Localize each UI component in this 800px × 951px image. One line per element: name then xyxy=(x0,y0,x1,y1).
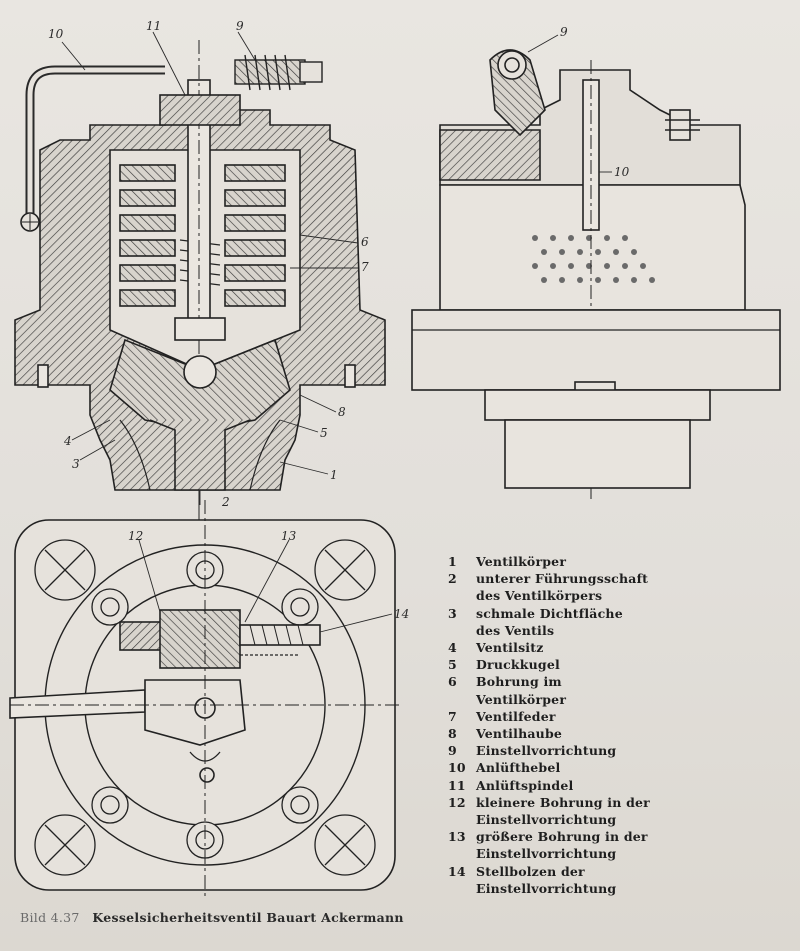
legend-number: 13 xyxy=(448,829,466,845)
legend-number: 6 xyxy=(448,674,457,690)
legend-row: des Ventilkörpers xyxy=(448,587,778,604)
legend-number: 9 xyxy=(448,743,457,759)
callout-8-left: 8 xyxy=(338,405,346,419)
plan-view xyxy=(9,500,400,900)
callout-11: 11 xyxy=(146,19,161,33)
legend-text: des Ventilkörpers xyxy=(476,588,603,604)
legend-text: Einstellvorrichtung xyxy=(476,846,617,862)
legend-row: 6 Bohrung im xyxy=(448,673,778,690)
legend-row: 4 Ventilsitz xyxy=(448,639,778,656)
legend-text: Ventilkörper xyxy=(476,554,567,569)
section-callouts xyxy=(61,31,359,505)
callout-3: 3 xyxy=(72,457,80,471)
legend-number: 10 xyxy=(448,760,466,776)
legend-row: 13 größere Bohrung in der xyxy=(448,828,778,845)
legend-text: Einstellvorrichtung xyxy=(476,743,617,759)
figure-title: Kesselsicherheitsventil Bauart Ackermann xyxy=(92,910,404,925)
legend-text: größere Bohrung in der xyxy=(476,829,648,845)
legend-text: des Ventils xyxy=(476,622,555,638)
legend-text: Bohrung im xyxy=(476,674,562,690)
legend-text: schmale Dichtfläche xyxy=(476,605,623,621)
legend-row: des Ventils xyxy=(448,622,778,639)
legend-number: 14 xyxy=(448,863,466,879)
legend-row: 7 Ventilfeder xyxy=(448,708,778,725)
legend-text: Stellbolzen der xyxy=(476,863,585,879)
legend-row: 9 Einstellvorrichtung xyxy=(448,742,778,759)
figure-number: Bild 4.37 xyxy=(20,910,80,925)
legend-text: Ventilfeder xyxy=(476,708,556,724)
legend-number: 7 xyxy=(448,708,457,724)
legend-row: 12 kleinere Bohrung in der xyxy=(448,794,778,811)
legend-row: 11 Anlüftspindel xyxy=(448,777,778,794)
legend-number: 5 xyxy=(448,657,457,673)
legend-row: 1 Ventilkörper xyxy=(448,553,778,570)
legend-row: 14 Stellbolzen der xyxy=(448,863,778,880)
callout-9-left: 9 xyxy=(236,19,244,33)
legend-row: Einstellvorrichtung xyxy=(448,880,778,897)
legend-text: kleinere Bohrung in der xyxy=(476,794,650,810)
legend-text: Ventilhaube xyxy=(476,726,563,742)
legend-number: 12 xyxy=(448,794,466,810)
legend-text: unterer Führungsschaft xyxy=(476,571,649,587)
callout-13: 13 xyxy=(281,529,297,543)
legend-text: Ventilsitz xyxy=(476,640,544,656)
legend-text: Druckkugel xyxy=(476,657,560,673)
legend-number xyxy=(448,811,476,828)
legend-number xyxy=(448,845,476,862)
legend-text: Anlüftspindel xyxy=(476,777,574,793)
section-view xyxy=(14,40,386,520)
legend-text: Einstellvorrichtung xyxy=(476,880,617,896)
legend-number: 8 xyxy=(448,726,457,742)
legend-number: 3 xyxy=(448,605,457,621)
exterior-view xyxy=(411,49,781,500)
callout-1: 1 xyxy=(330,468,338,482)
legend-number: 4 xyxy=(448,640,457,656)
callout-14: 14 xyxy=(394,607,409,621)
legend-number: 11 xyxy=(448,777,466,793)
legend-number xyxy=(448,880,476,897)
legend-row: 2 unterer Führungsschaft xyxy=(448,570,778,587)
legend-row: 10 Anlüfthebel xyxy=(448,759,778,776)
callout-9-right: 9 xyxy=(560,25,568,39)
legend-row: Ventilkörper xyxy=(448,691,778,708)
callout-5: 5 xyxy=(320,426,328,440)
callout-7: 7 xyxy=(361,260,369,274)
legend-number: 2 xyxy=(448,571,457,587)
legend-text: Einstellvorrichtung xyxy=(476,812,617,828)
legend-row: 3 schmale Dichtfläche xyxy=(448,605,778,622)
callout-6: 6 xyxy=(361,235,369,249)
callout-4: 4 xyxy=(63,434,72,448)
legend-number xyxy=(448,587,476,604)
legend-number: 1 xyxy=(448,554,457,569)
legend-row: 5 Druckkugel xyxy=(448,656,778,673)
callout-2: 2 xyxy=(221,495,230,509)
figure-caption: Bild 4.37 Kesselsicherheitsventil Bauart… xyxy=(20,910,404,925)
legend-row: Einstellvorrichtung xyxy=(448,811,778,828)
callout-12: 12 xyxy=(128,529,143,543)
legend-row: 8 Ventilhaube xyxy=(448,725,778,742)
legend-text: Ventilkörper xyxy=(476,691,567,707)
callout-10-left: 10 xyxy=(48,27,64,41)
legend-row: Einstellvorrichtung xyxy=(448,845,778,862)
callout-10-right: 10 xyxy=(614,165,630,179)
legend-text: Anlüfthebel xyxy=(476,760,561,776)
legend-number xyxy=(448,691,476,708)
legend-number xyxy=(448,622,476,639)
